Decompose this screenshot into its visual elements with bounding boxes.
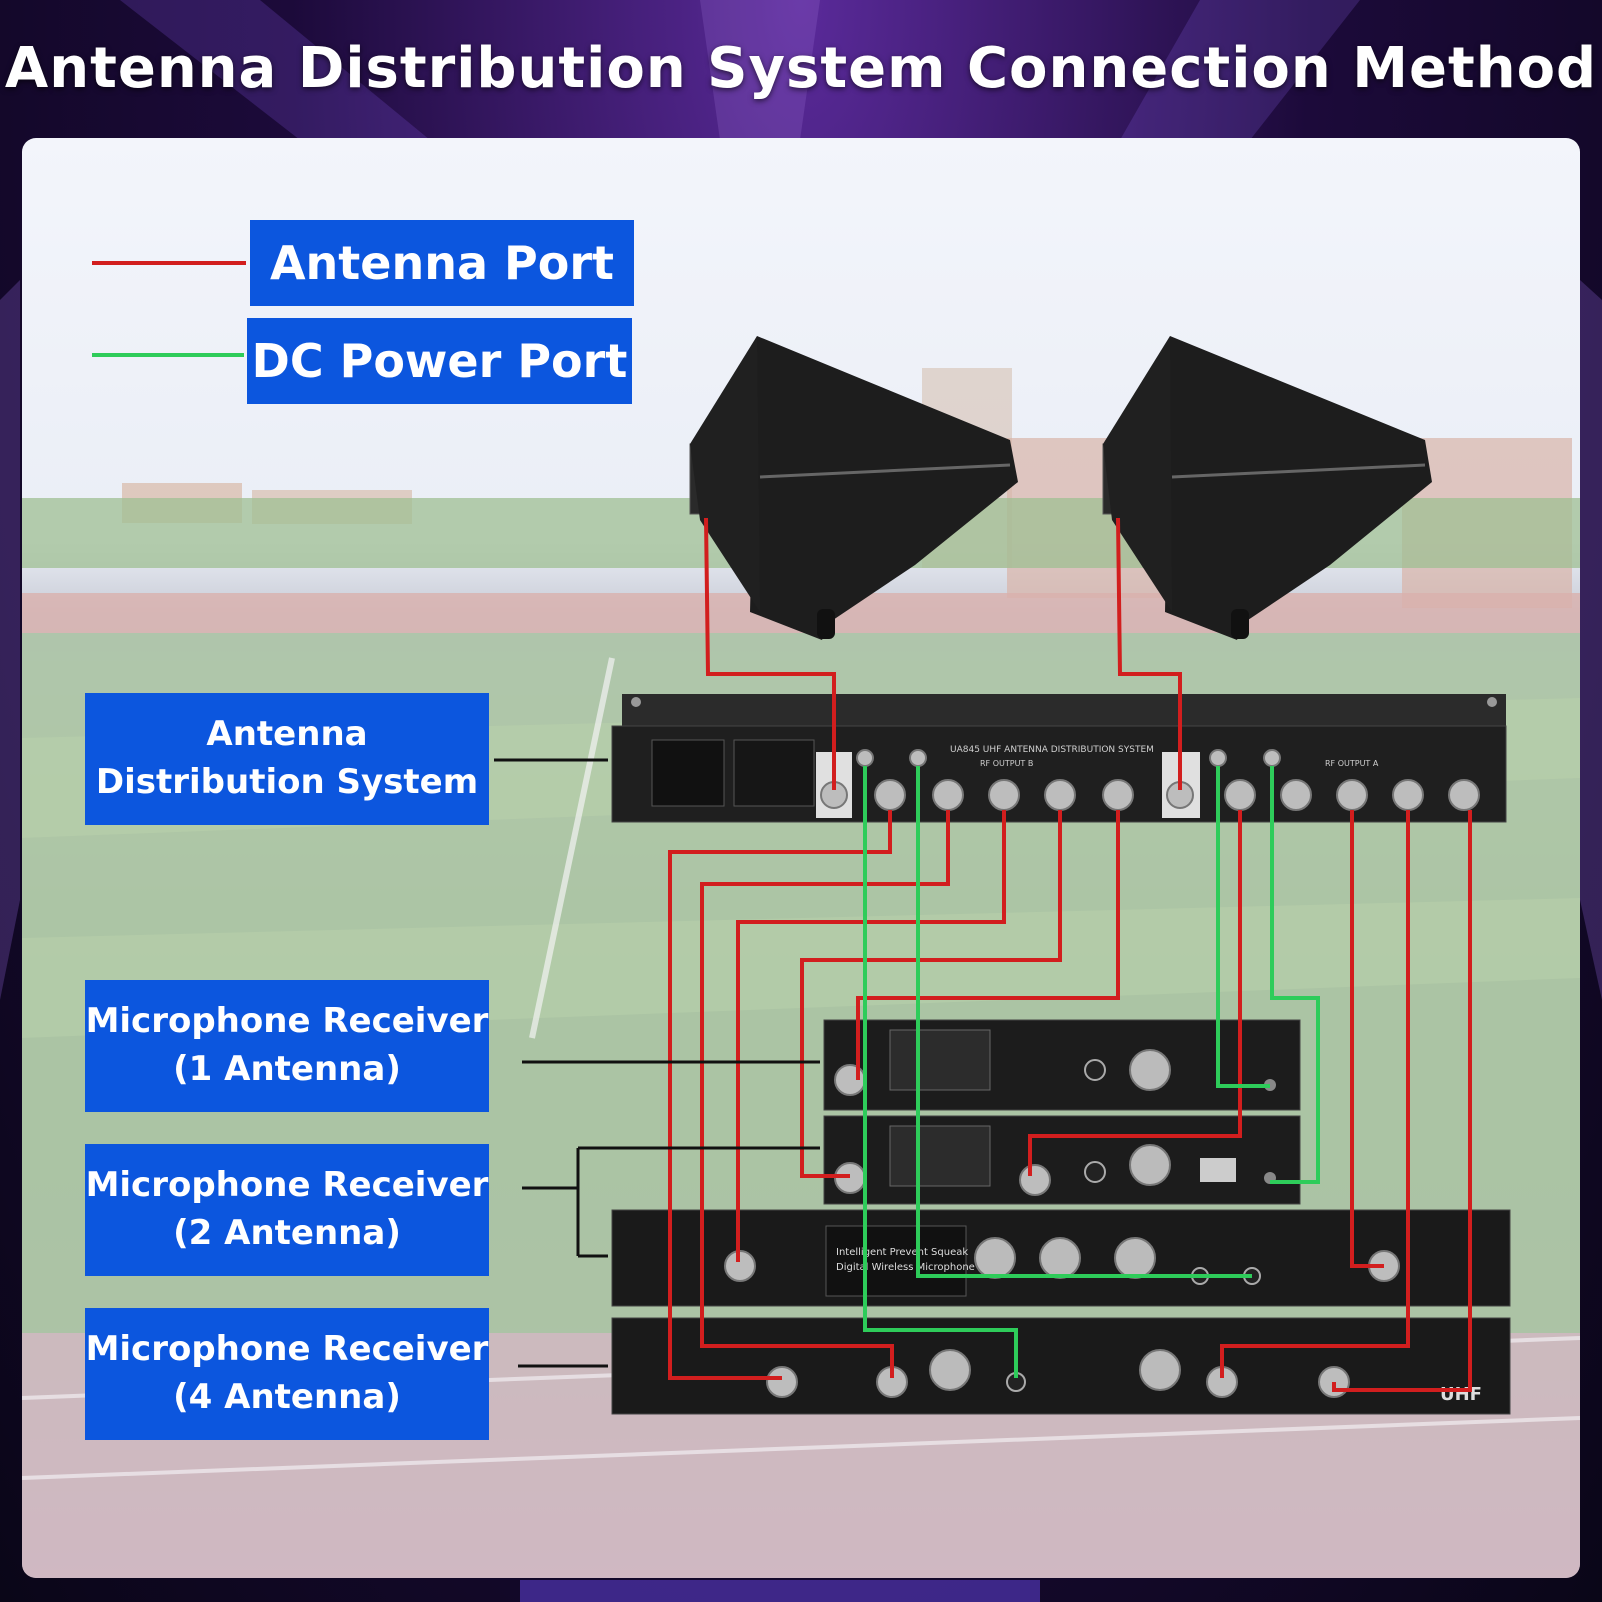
label-leader-lines: [494, 758, 820, 1368]
r4-label-line-1: Microphone Receiver: [85, 1329, 489, 1370]
receiver-4-antenna-unit: UHF: [611, 1317, 1511, 1415]
receiver-4-antenna-label: Microphone Receiver (4 Antenna): [85, 1308, 489, 1440]
page-title: Antenna Distribution System Connection M…: [4, 36, 1598, 101]
r1-label-line-1: Microphone Receiver: [85, 1001, 489, 1042]
r2b-text-2: Digital Wireless Microphone: [836, 1262, 975, 1273]
antenna-port-legend-text: Antenna Port: [269, 235, 615, 290]
antenna-distribution-system-label: Antenna Distribution System: [85, 693, 489, 825]
dc-power-port-legend-text: DC Power Port: [251, 333, 628, 388]
r2-label-line-2: (2 Antenna): [173, 1213, 401, 1253]
r1-label-line-2: (1 Antenna): [173, 1049, 401, 1089]
dc-power-wires: [863, 766, 1320, 1378]
antenna-port-legend: Antenna Port: [250, 220, 634, 306]
ads-model-text: UA845 UHF ANTENNA DISTRIBUTION SYSTEM: [950, 745, 1154, 755]
antenna-wires: [668, 517, 1472, 1392]
receiver-2-antenna-unit-half-rack: [823, 1115, 1301, 1205]
receiver-2-antenna-unit-full-rack: Intelligent Prevent Squeak Digital Wirel…: [611, 1209, 1511, 1307]
ads-label-line-2: Distribution System: [95, 762, 479, 802]
ads-label-line-1: Antenna: [206, 714, 368, 755]
rf-output-b-text: RF OUTPUT B: [980, 759, 1033, 768]
r2-label-line-1: Microphone Receiver: [85, 1165, 489, 1206]
paddle-antenna-left: [689, 336, 1018, 640]
receiver-1-antenna-unit: [823, 1019, 1301, 1111]
r4-label-line-2: (4 Antenna): [173, 1377, 401, 1417]
dc-power-port-legend: DC Power Port: [247, 318, 632, 404]
rf-output-a-text: RF OUTPUT A: [1325, 759, 1379, 768]
r2b-text-1: Intelligent Prevent Squeak: [836, 1247, 968, 1258]
receiver-1-antenna-label: Microphone Receiver (1 Antenna): [85, 980, 489, 1112]
uhf-text: UHF: [1440, 1384, 1482, 1405]
paddle-antenna-right: [1102, 336, 1432, 640]
receiver-2-antenna-label: Microphone Receiver (2 Antenna): [85, 1144, 489, 1276]
antenna-distribution-unit: UA845 UHF ANTENNA DISTRIBUTION SYSTEM RF…: [611, 694, 1507, 823]
